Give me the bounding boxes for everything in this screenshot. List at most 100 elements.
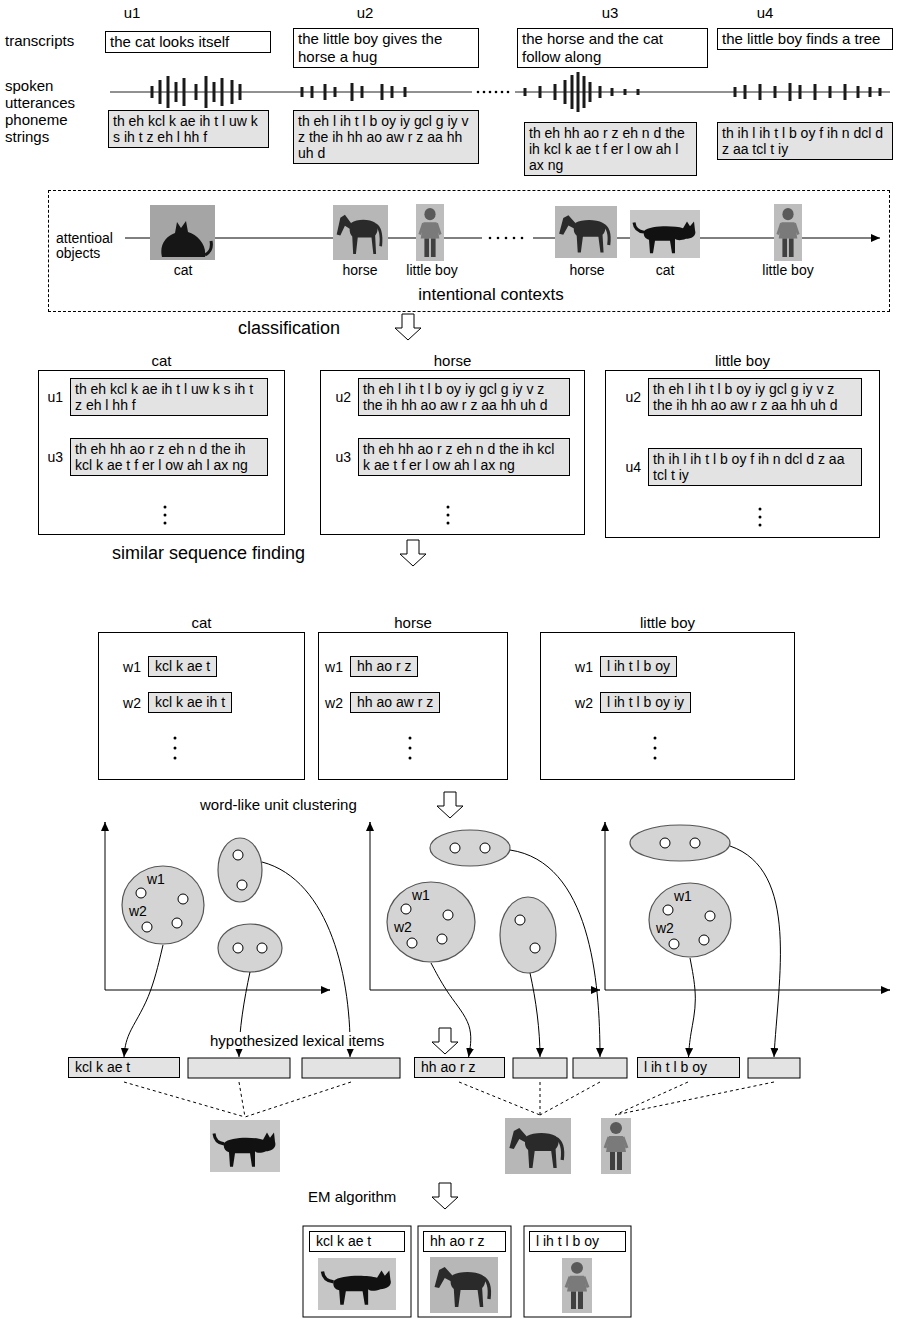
ellipsis-dot xyxy=(164,506,167,509)
ellipsis-dot xyxy=(759,524,762,527)
unit-point xyxy=(233,850,243,860)
label-holder: hypothesized lexical items xyxy=(208,1032,386,1049)
phoneme-string-box: th eh hh ao r z eh n d the ih kcl k ae t… xyxy=(524,122,697,176)
lexical-items xyxy=(124,1058,800,1174)
utterance-tag: u4 xyxy=(625,459,641,475)
text-holder: th eh kcl k ae ih t l uw k s ih t z eh l… xyxy=(113,113,264,145)
text-holder: u2 xyxy=(625,389,641,405)
horse-image xyxy=(333,205,388,260)
transcript-box: the cat looks itself xyxy=(105,31,271,53)
text-holder: the little boy gives the horse a hug xyxy=(298,30,474,66)
word-unit-box: w2hh ao aw r z xyxy=(350,692,440,713)
box-text: th eh kcl k ae ih t l uw k s ih t z eh l… xyxy=(113,113,258,145)
box-text: th eh kcl k ae ih t l uw k s ih t z eh l… xyxy=(75,381,253,413)
waveform-baseline xyxy=(110,92,890,93)
utterance-tag: u3 xyxy=(47,449,63,465)
text-holder: kcl k ae ih t xyxy=(155,694,225,711)
box-text: the little boy finds a tree xyxy=(722,30,880,47)
text-holder: th eh kcl k ae ih t l uw k s ih t z eh l… xyxy=(75,381,263,413)
text-holder: w1 xyxy=(674,888,692,904)
ellipsis-dot xyxy=(447,514,450,517)
box-text: hh ao r z xyxy=(421,1059,475,1075)
axis-head xyxy=(605,822,606,823)
box-text: l ih t l b oy xyxy=(536,1233,599,1249)
ellipsis-dot xyxy=(654,737,657,740)
cat-image xyxy=(630,210,700,258)
category-heading: cat xyxy=(151,352,171,369)
step-label: transcripts xyxy=(5,32,74,49)
ellipsis-dot xyxy=(759,508,762,511)
unit-tag: w1 xyxy=(412,887,430,903)
text-holder: w2 xyxy=(656,920,674,936)
boy-image xyxy=(562,1258,592,1313)
result-frame xyxy=(303,1226,411,1317)
text-holder: th ih l ih t l b oy f ih n dcl d z aa tc… xyxy=(653,451,857,483)
unit-point xyxy=(172,918,182,928)
ellipsis-dot xyxy=(495,91,498,94)
text-holder: little boy xyxy=(606,352,879,371)
unit-point xyxy=(233,943,243,953)
text-holder: l ih t l b oy iy xyxy=(607,694,684,711)
lexical-item-box: l ih t l b oy xyxy=(637,1057,740,1078)
text-holder: kcl k ae t xyxy=(75,1059,173,1076)
text-holder: th ih l ih t l b oy f ih n dcl d z aa tc… xyxy=(722,125,888,157)
text-holder: intentional contexts xyxy=(418,285,564,305)
intentional-context-region: attentioal objectsintentional contexts xyxy=(48,190,890,312)
text-holder: l ih t l b oy xyxy=(536,1233,619,1250)
learned-words xyxy=(303,1226,631,1317)
utterance-box: u4th ih l ih t l b oy f ih n dcl d z aa … xyxy=(648,448,862,486)
utterance-box: u1th eh kcl k ae ih t l uw k s ih t z eh… xyxy=(70,378,268,416)
text-holder: the cat looks itself xyxy=(110,33,266,51)
empty-lexical-box xyxy=(573,1058,627,1078)
hollow-arrow xyxy=(395,314,421,340)
axis-head xyxy=(370,822,371,823)
ellipsis-dot xyxy=(654,757,657,760)
label-holder: cat xyxy=(656,262,675,278)
horse-image xyxy=(430,1257,498,1313)
unit-point xyxy=(257,943,267,953)
text-holder: u2 xyxy=(335,389,351,405)
label-holder: u1 xyxy=(124,4,141,21)
box-text: kcl k ae ih t xyxy=(155,694,225,710)
word-unit-box: w1hh ao r z xyxy=(350,656,418,677)
label-holder: transcripts xyxy=(5,32,74,49)
transcript-box: the little boy gives the horse a hug xyxy=(293,28,479,68)
word-cluster: w1w2 xyxy=(648,882,732,958)
cluster-arrow xyxy=(124,945,163,1057)
unit-tag: w2 xyxy=(129,903,147,919)
phoneme-string-box: th eh kcl k ae ih t l uw k s ih t z eh l… xyxy=(108,110,269,148)
text-holder: w2 xyxy=(123,694,141,711)
ellipsis-dot xyxy=(409,747,412,750)
category-heading: horse xyxy=(394,614,432,631)
cluster-arrow xyxy=(730,846,780,1057)
text-holder: th eh l ih t l b oy iy gcl g iy v z the … xyxy=(653,381,857,413)
transcript-box: the little boy finds a tree xyxy=(717,28,893,50)
box-text: the little boy gives the horse a hug xyxy=(298,30,442,65)
empty-lexical-box xyxy=(513,1058,567,1078)
hollow-arrow xyxy=(400,540,426,566)
label-holder: u4 xyxy=(757,4,774,21)
label-holder: little boy xyxy=(406,262,457,278)
label-holder: little boy xyxy=(762,262,813,278)
utterance-tag: u3 xyxy=(335,449,351,465)
transcript-box: the horse and the cat follow along xyxy=(517,28,708,68)
unit-point xyxy=(530,943,540,953)
ellipsis-dot xyxy=(497,237,500,240)
ellipsis-dot xyxy=(759,516,762,519)
unit-point xyxy=(443,910,453,920)
cluster-arrow xyxy=(431,963,471,1057)
cluster-blob xyxy=(122,866,204,944)
unit-point xyxy=(660,838,670,848)
step-label: u1 xyxy=(124,4,141,21)
box-text: th eh hh ao r z eh n d the ih kcl k ae t… xyxy=(529,125,685,173)
category-box: little boyu2th eh l ih t l b oy iy gcl g… xyxy=(605,370,880,538)
ellipsis-dot xyxy=(409,737,412,740)
horse-image xyxy=(505,1118,571,1174)
text-holder: w1 xyxy=(325,658,343,675)
unit-point xyxy=(142,922,152,932)
category-box: horseu2th eh l ih t l b oy iy gcl g iy v… xyxy=(320,370,585,535)
text-holder: th eh hh ao r z eh n d the ih kcl k ae t… xyxy=(363,441,565,473)
empty-lexical-box xyxy=(748,1058,800,1078)
box-text: th eh l ih t l b oy iy gcl g iy v z the … xyxy=(298,113,468,161)
result-frame xyxy=(418,1226,511,1317)
